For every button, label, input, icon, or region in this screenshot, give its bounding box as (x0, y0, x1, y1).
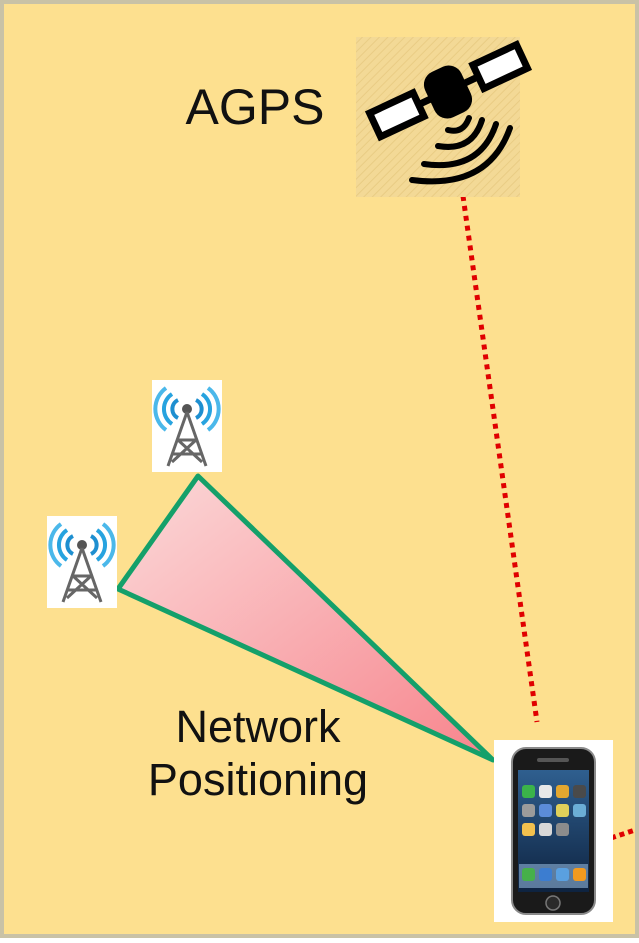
network-positioning-label: Network Positioning (108, 700, 408, 806)
cell-tower-icon-lower (47, 516, 117, 608)
cell-tower-icon-upper (152, 380, 222, 472)
agps-label: AGPS (150, 78, 360, 137)
smartphone-icon (494, 740, 613, 922)
satellite-icon (356, 35, 533, 197)
